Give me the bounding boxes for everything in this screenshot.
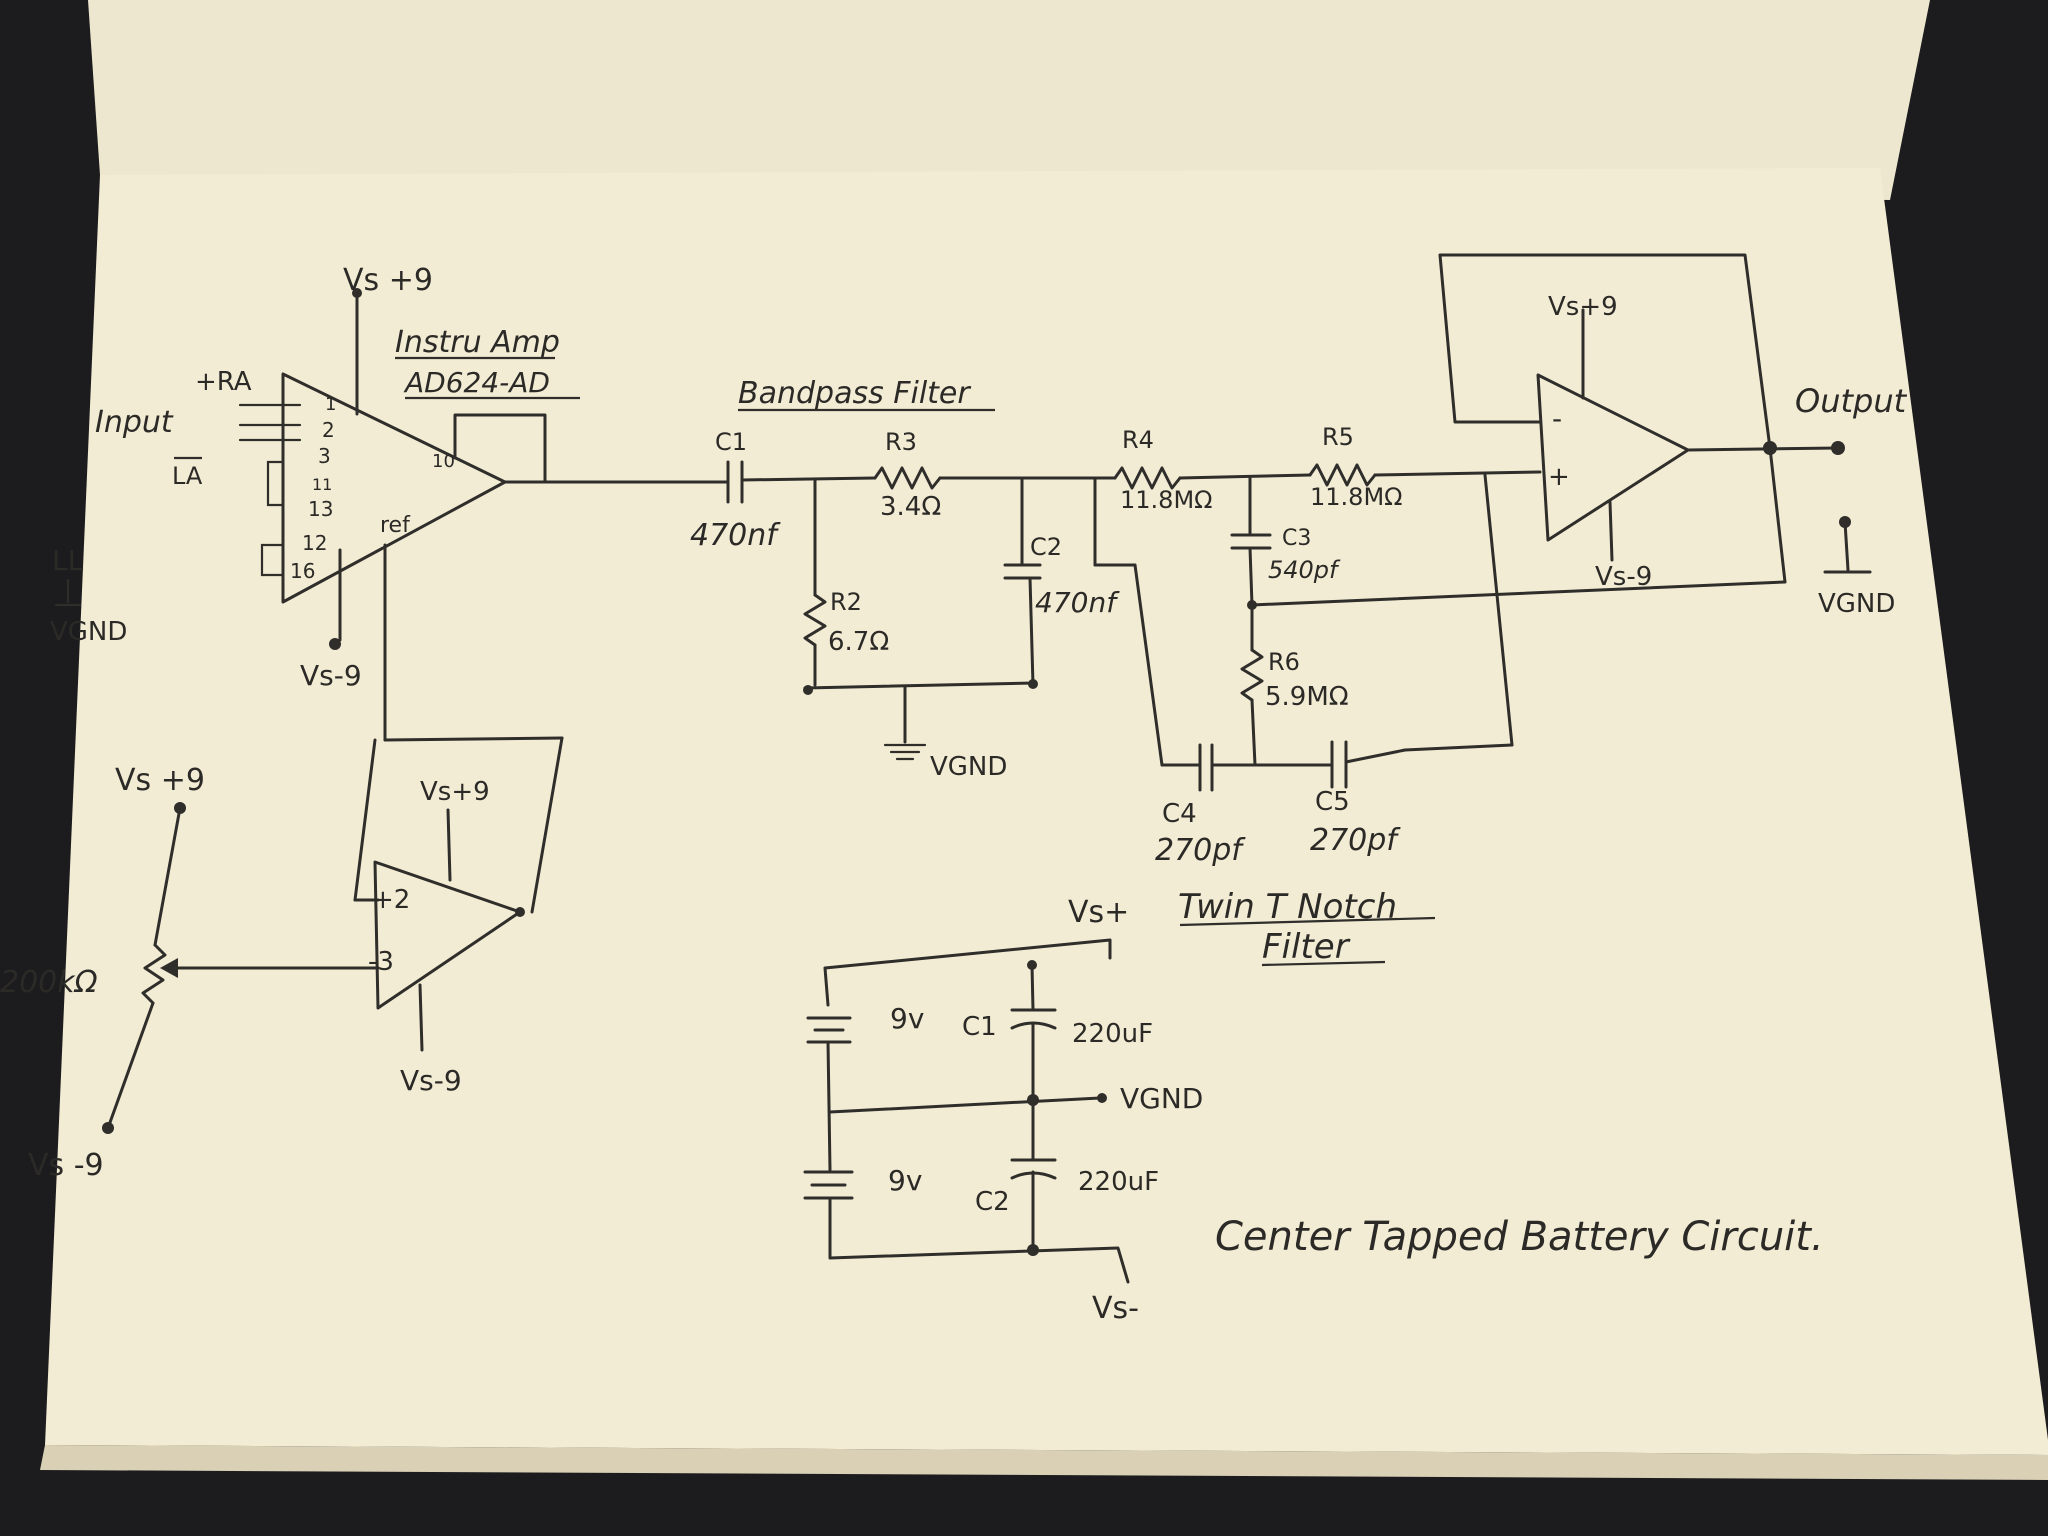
battery-vgnd-label: VGND [1120,1082,1203,1115]
c5-name: C5 [1315,787,1350,817]
pin-13: 13 [308,497,333,521]
instru-amp-part: AD624-AD [403,366,550,399]
r5-value: 11.8MΩ [1310,483,1402,511]
c1-name: C1 [715,428,747,456]
pin-2: 2 [322,418,335,442]
output-vgnd-label: VGND [1818,589,1895,619]
ll-vgnd-label: VGND [50,617,127,647]
c2-value: 470nf [1035,586,1120,619]
c4-name: C4 [1162,799,1197,829]
ll-label: LL [52,544,84,577]
battery-2-label: 9v [888,1164,922,1197]
ref-label: ref [380,513,411,538]
instrumentation-amp [238,288,727,742]
pin-16: 16 [290,559,315,583]
output-amp-vs-neg: Vs-9 [1595,562,1652,592]
battery-c1-value: 220uF [1072,1019,1153,1049]
c5-value: 270pf [1310,823,1401,858]
pot-vs-pos: Vs +9 [115,763,205,798]
r3-value: 3.4Ω [880,492,941,522]
la-label: LA [172,462,203,490]
pin-10: 10 [432,451,455,472]
battery-c2-name: C2 [975,1187,1010,1217]
pin-3: 3 [318,444,331,468]
buffer-plus-pin: +2 [372,885,410,915]
instru-amp-vs-neg: Vs-9 [300,659,362,692]
pin-12: 12 [302,531,327,555]
battery-circuit-title: Center Tapped Battery Circuit. [1215,1214,1824,1260]
buffer-vs-pos: Vs+9 [420,777,490,807]
input-label: Input [95,405,174,440]
notebook-page [45,168,2048,1455]
reference-buffer [102,736,564,1134]
c3-name: C3 [1282,526,1311,551]
page-stack-edge [40,1445,2048,1480]
bandpass-vgnd: VGND [930,752,1007,782]
battery-c1-name: C1 [962,1012,997,1042]
battery-circuit [803,938,1130,1284]
output-amp-vs-pos: Vs+9 [1548,292,1618,322]
output-amp-plus: + [1548,462,1570,492]
r2-value: 6.7Ω [828,627,889,657]
pin-1: 1 [325,394,336,415]
r4-name: R4 [1122,426,1154,454]
output-op-amp [1438,253,1872,584]
battery-vs-plus: Vs+ [1068,895,1129,930]
instru-amp-vs-pos: Vs +9 [343,263,433,298]
battery-vs-minus: Vs- [1092,1291,1139,1326]
pot-vs-neg: Vs -9 [28,1148,104,1183]
r5-name: R5 [1322,423,1354,451]
c4-value: 270pf [1155,833,1246,868]
battery-1-label: 9v [890,1002,924,1035]
r2-name: R2 [830,588,862,616]
bandpass-filter [723,460,1097,761]
bandpass-title: Bandpass Filter [738,376,971,411]
buffer-vs-neg: Vs-9 [400,1064,462,1097]
r4-value: 11.8MΩ [1120,486,1212,514]
buffer-minus-pin: -3 [368,947,394,977]
notch-title-line2: Filter [1262,927,1351,967]
r6-value: 5.9MΩ [1265,682,1349,712]
pin-11: 11 [312,475,332,494]
pot-value-label: 200kΩ [0,965,98,1000]
output-amp-minus: - [1552,402,1562,435]
r6-name: R6 [1268,648,1300,676]
ra-label: +RA [195,367,252,397]
instru-amp-title: Instru Amp [395,325,560,360]
c1-value: 470nf [690,518,781,553]
c3-value: 540pf [1268,556,1341,584]
battery-c2-value: 220uF [1078,1167,1159,1197]
c2-name: C2 [1030,533,1062,561]
r3-name: R3 [885,428,917,456]
output-label: Output [1795,382,1908,420]
twin-t-notch-filter [1093,463,1787,792]
notebook-back-page [88,0,1930,200]
